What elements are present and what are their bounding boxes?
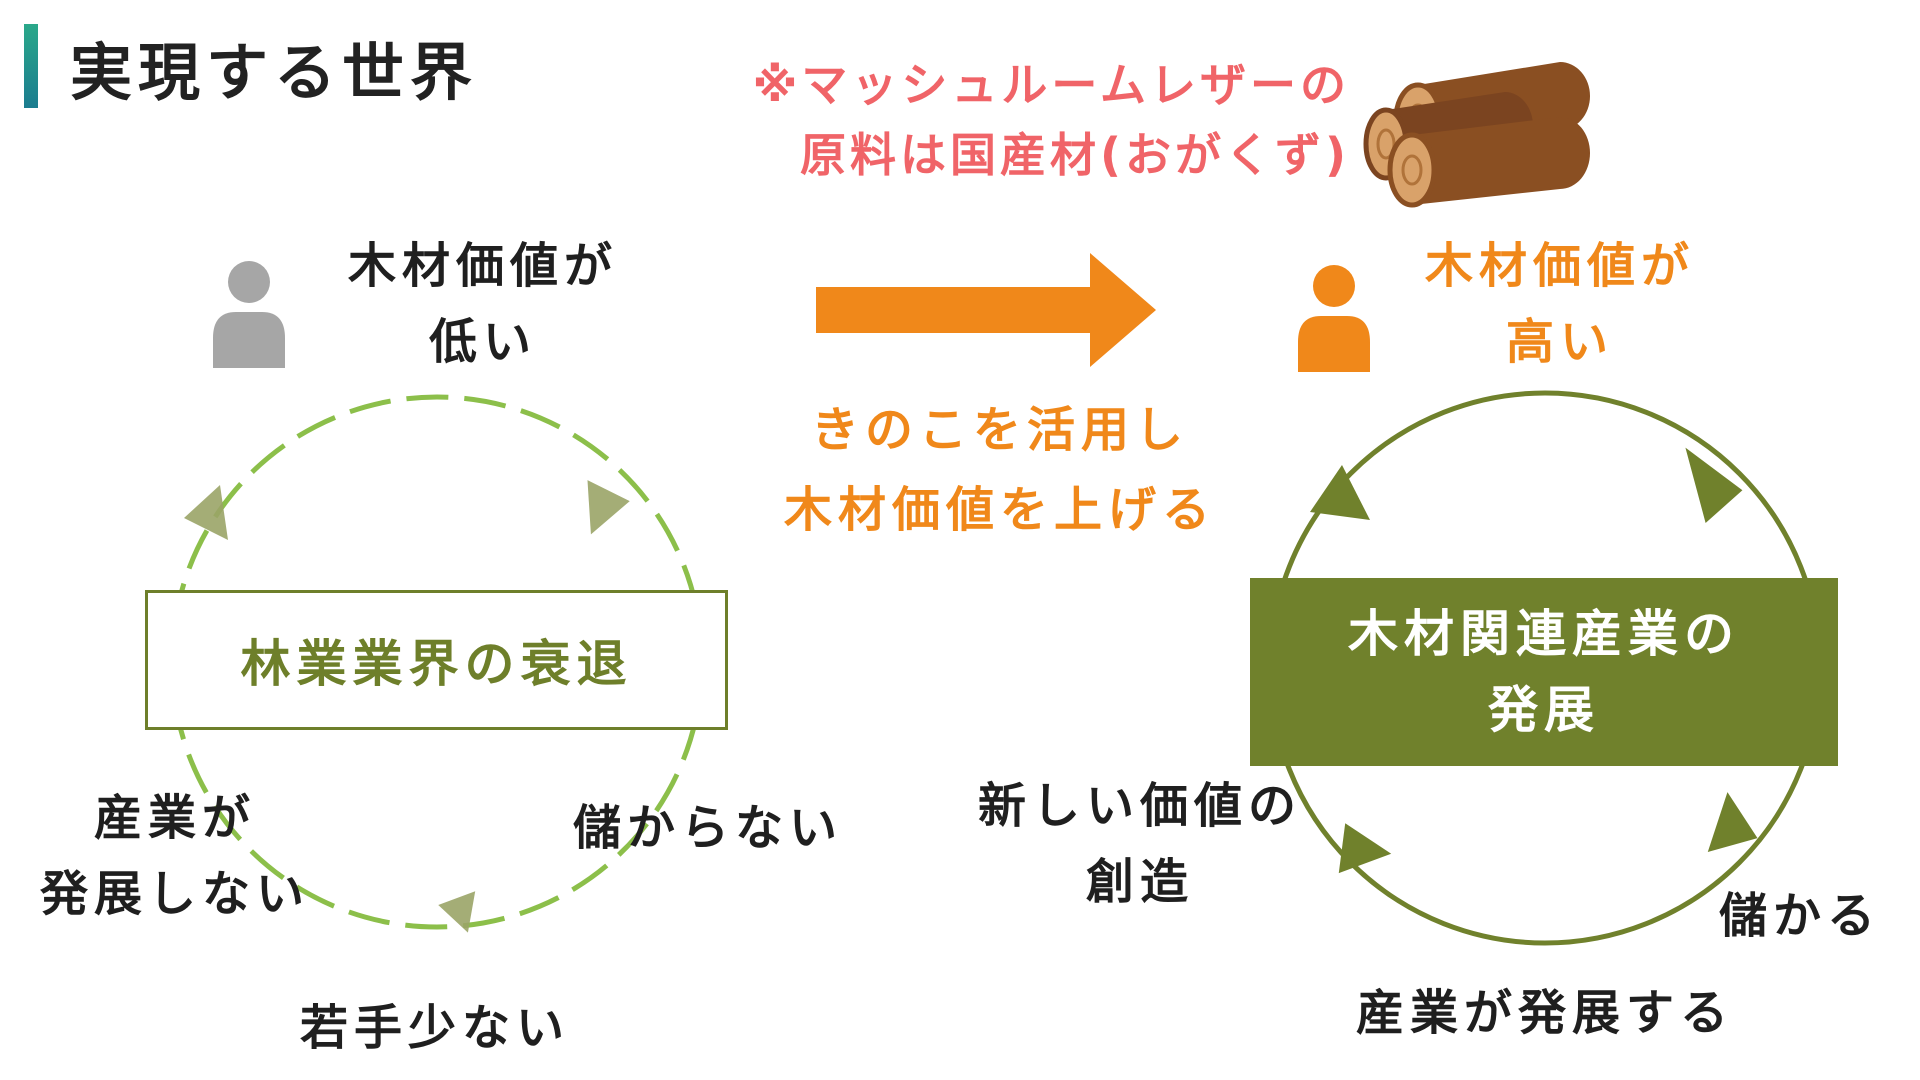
decline-box: 林業業界の衰退 <box>145 590 728 730</box>
cycle-item-line-2: 創造 <box>1085 854 1194 910</box>
cycle-item-line-1: 産業が <box>93 790 256 846</box>
right-arrow-icon <box>816 253 1156 367</box>
cycle-item-few-young: 若手少ない <box>299 1000 570 1056</box>
cycle-item-no-profit: 儲からない <box>572 800 843 856</box>
logs-icon <box>1363 62 1590 208</box>
cycle-item-line-2: 発展しない <box>39 866 310 922</box>
left-value-line-2: 低い <box>428 314 537 370</box>
cycle-item-line-1: 新しい価値の <box>977 778 1302 834</box>
title-accent-bar <box>24 24 38 108</box>
cycle-item-no-industry-growth: 産業が 発展しない <box>10 780 340 932</box>
center-message-line-2: 木材価値を上げる <box>783 482 1216 538</box>
person-icon <box>213 261 285 368</box>
note-line-2: 原料は国産材(おがくず) <box>799 128 1350 182</box>
decline-box-label: 林業業界の衰退 <box>240 635 633 693</box>
center-message: きのこを活用し 木材価値を上げる <box>740 390 1260 550</box>
left-value-line-1: 木材価値が <box>347 238 618 294</box>
center-message-line-1: きのこを活用し <box>810 402 1189 458</box>
note-line-1: ※マッシュルームレザーの <box>752 58 1350 112</box>
cycle-item-industry-grows: 産業が発展する <box>1355 985 1734 1041</box>
right-value-label: 木材価値が 高い <box>1395 228 1725 380</box>
note-text: ※マッシュルームレザーの 原料は国産材(おがくず) <box>753 50 1350 190</box>
growth-box-line-1: 木材関連産業の <box>1348 605 1740 663</box>
cycle-item-new-value: 新しい価値の 創造 <box>950 768 1330 920</box>
right-value-line-2: 高い <box>1505 314 1614 370</box>
page-title: 実現する世界 <box>70 36 479 109</box>
cycle-item-profitable: 儲かる <box>1718 888 1881 944</box>
growth-box: 木材関連産業の 発展 <box>1250 578 1838 766</box>
person-icon <box>1298 265 1370 372</box>
right-value-line-1: 木材価値が <box>1424 238 1695 294</box>
left-value-label: 木材価値が 低い <box>318 228 648 380</box>
growth-box-line-2: 発展 <box>1488 681 1600 739</box>
